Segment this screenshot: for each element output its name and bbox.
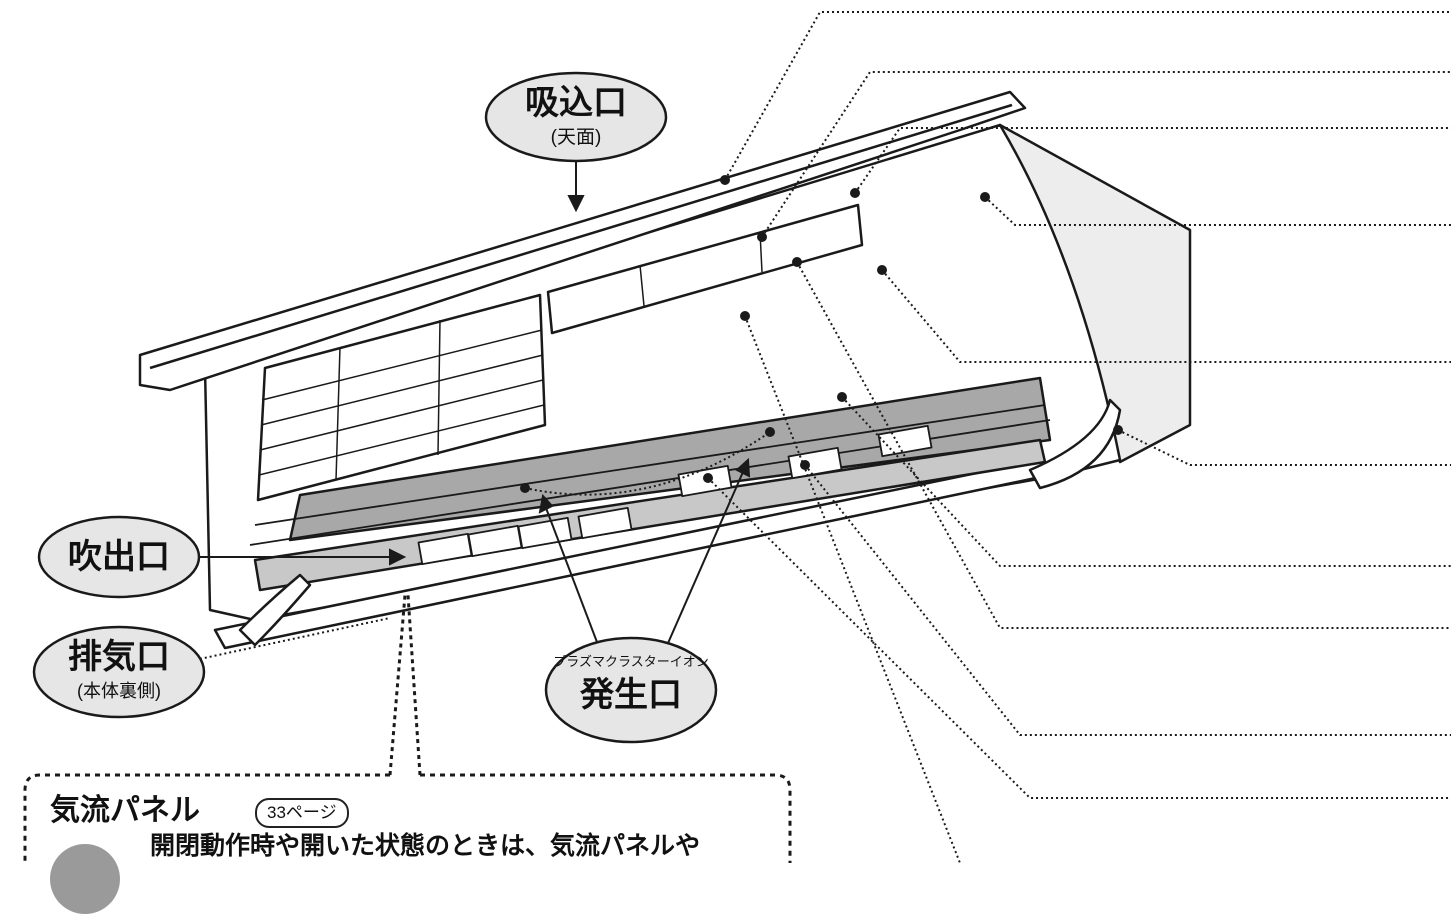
indoor-unit-illustration [138,90,1192,650]
leader-arm [1117,429,1451,466]
plasma-label: 発生口 [580,676,682,714]
plasma-sublabel: プラズマクラスターイオン [553,654,709,669]
arrows [195,162,751,651]
leader-filter [761,71,1451,238]
right-arm [1028,398,1122,490]
bubble-exhaust [32,625,206,719]
intake-label: 吸込口 [525,84,627,122]
top-lid [138,90,1027,392]
leader-lines [194,11,1451,863]
caution-icon [50,844,120,914]
arrow-plasma-left [545,507,601,651]
left-arm [238,573,312,647]
airflow-panel-frame [23,773,792,863]
airflow-panel-note: 開閉動作時や開いた状態のときは、気流パネルや [150,832,701,860]
leader-tray [841,396,1451,567]
exhaust-label: 排気口 [68,638,170,676]
bubble-outlet [37,515,201,599]
leader-panel-right [406,594,422,776]
vanes [417,424,933,566]
leader-vane-2 [707,477,1451,799]
exhaust-sublabel: (本体裏側) [77,681,161,701]
interior-back [288,376,1052,542]
leader-exhaust [194,617,391,661]
bubble-plasma [544,636,718,744]
intake-sublabel: (天面) [550,127,602,148]
page-reference-badge: 33ページ [255,798,349,828]
tray-line-1 [254,404,1046,526]
filter-right [546,203,864,335]
arrow-plasma-right [664,471,744,651]
air-conditioner-diagram [23,11,1451,863]
callout-bubbles [32,71,718,744]
leader-vane [804,464,1451,736]
leader-vent [881,269,1451,363]
leader-filter-edge [854,127,1451,194]
airflow-panel-title: 気流パネル [50,794,200,827]
top-lid-edge [149,103,1013,370]
outlet-label: 吹出口 [68,538,170,576]
leader-sensor [984,196,1451,226]
leader-dots [520,175,1123,493]
leader-panel-left [388,594,407,776]
filter-left [256,293,547,502]
filter-left-grid [258,319,545,481]
bubble-intake [484,71,668,163]
